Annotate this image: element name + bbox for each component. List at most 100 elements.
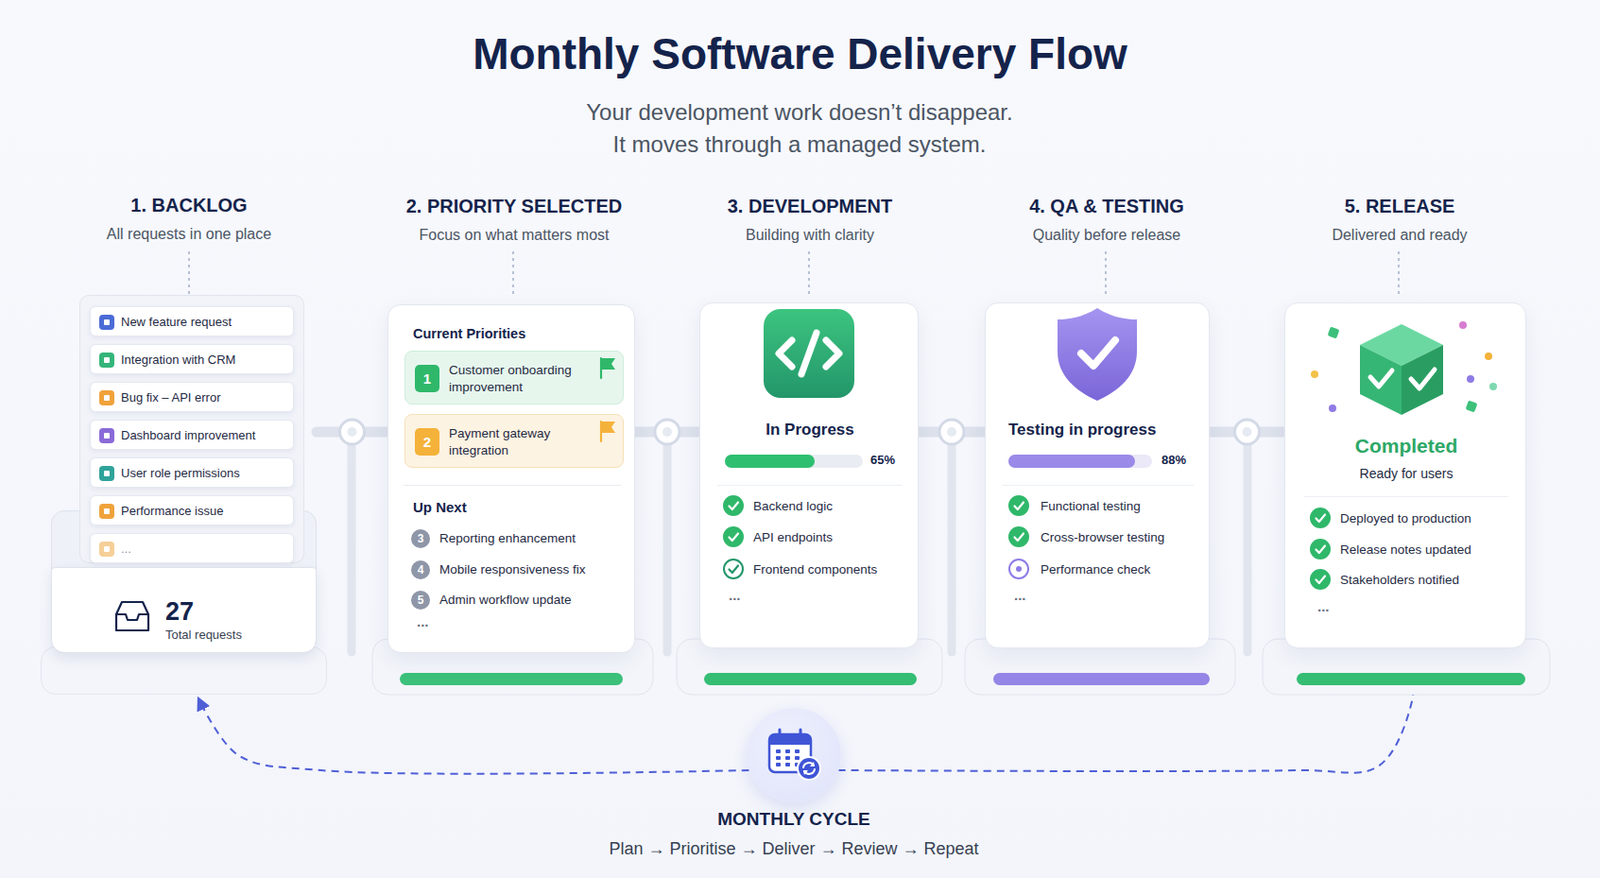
divider [403, 484, 621, 486]
pipe-connector [635, 427, 700, 438]
checklist-item: Performance check [1040, 562, 1151, 578]
confetti [1310, 370, 1319, 379]
stage-subheading: Building with clarity [649, 225, 971, 244]
confetti [1465, 400, 1479, 413]
cycle-heading: MONTHLY CYCLE [557, 808, 1031, 831]
pipe-joint-core [662, 427, 672, 437]
section-heading: Current Priorities [412, 326, 603, 343]
request-icon-glyph [103, 319, 110, 326]
shield-icon [1057, 308, 1137, 401]
check-icon [1310, 539, 1330, 559]
qa-card: 4. QA & TESTINGQuality before releaseTes… [984, 302, 1210, 649]
priority-item: 2Payment gateway integration [404, 413, 624, 468]
cycle-return-arrow [198, 698, 750, 775]
rank-badge: 5 [411, 590, 431, 610]
checklist-item: Stakeholders notified [1340, 572, 1460, 588]
downpipe [663, 434, 672, 653]
priority-item: 1 Customer onboarding improvement [404, 350, 624, 405]
release-card: 5. RELEASEDelivered and readyCompletedRe… [1284, 302, 1527, 649]
pipe-joint [1235, 419, 1260, 445]
downpipe [947, 434, 957, 653]
request-icon-glyph [103, 508, 110, 515]
development-card: 3. DEVELOPMENTBuilding with clarityIn Pr… [699, 302, 919, 649]
stage-heading: 2. PRIORITY SELECTED [353, 194, 675, 218]
divider [1304, 496, 1509, 498]
stage-subheading: Quality before release [946, 225, 1268, 244]
backlog-tray: 1. BACKLOGAll requests in one place27Tot… [51, 300, 317, 695]
check-icon [1009, 496, 1029, 516]
request-label: Dashboard improvement [120, 428, 256, 444]
more-marker: ... [728, 586, 741, 604]
flag-icon [601, 358, 616, 379]
status-heading: In Progress [700, 420, 920, 440]
confetti [1459, 321, 1467, 329]
pipe-connector [918, 427, 985, 438]
more-marker: ... [1317, 598, 1330, 616]
platform-bar [399, 672, 623, 686]
divider [717, 484, 903, 486]
checklist-item: Reporting enhancement [439, 531, 576, 547]
request-card: Integration with CRM [89, 344, 294, 375]
check-icon [723, 496, 743, 516]
status-heading: Completed [1285, 433, 1528, 458]
pipe-joint-core [946, 427, 957, 437]
more-marker: ... [1014, 586, 1027, 604]
cycle-circle: MONTHLY CYCLEPlan → Prioritise → Deliver… [746, 707, 842, 803]
request-card: User role permissions [89, 457, 294, 488]
request-label: User role permissions [120, 465, 241, 482]
request-label: Bug fix – API error [120, 390, 222, 406]
stage-heading: 3. DEVELOPMENT [649, 194, 971, 218]
pipe-joint [654, 419, 680, 445]
diagram-caption: Your development work doesn’t disappear.… [516, 96, 1084, 161]
checklist-item: Functional testing [1040, 498, 1141, 515]
platform-bar [704, 672, 917, 686]
stage-subheading: All requests in one place [28, 224, 350, 243]
rank-badge: 1 [414, 364, 440, 393]
request-card: Dashboard improvement [89, 419, 294, 450]
stage-heading: 1. BACKLOG [28, 193, 350, 217]
confetti [1489, 382, 1497, 391]
check-icon [1310, 569, 1330, 589]
percent-value: 65% [870, 452, 895, 468]
confetti [1327, 326, 1341, 340]
checklist-item: Mobile responsiveness fix [439, 562, 586, 578]
cycle-steps: Plan → Prioritise → Deliver → Review → R… [557, 839, 1031, 861]
calendar-icon [769, 729, 821, 780]
platform-bar [993, 672, 1210, 686]
guide-line [188, 251, 190, 295]
downpipe [1243, 434, 1253, 653]
count-label: Total requests [165, 627, 242, 643]
request-card: Bug fix – API error [89, 381, 294, 413]
checklist-item: Release notes updated [1340, 542, 1472, 558]
pipe-joint [939, 419, 964, 445]
stage-heading: 5. RELEASE [1238, 194, 1561, 218]
request-card: ... [89, 533, 294, 564]
status-subheading: Ready for users [1285, 465, 1528, 482]
request-card: New feature request [89, 306, 294, 337]
stage-subheading: Focus on what matters most [353, 225, 675, 244]
priority-card: 2. PRIORITY SELECTEDFocus on what matter… [387, 304, 636, 654]
check-icon [1310, 508, 1330, 528]
guide-line [1104, 251, 1107, 295]
request-icon-glyph [103, 432, 110, 439]
check-icon [723, 527, 743, 547]
checklist-item: Frontend components [753, 562, 878, 578]
confetti [1466, 375, 1475, 383]
divider [1002, 484, 1194, 486]
request-icon-glyph [103, 546, 110, 552]
confetti [1484, 352, 1493, 361]
stage-heading: 4. QA & TESTING [946, 194, 1268, 218]
checklist-item: API endpoints [753, 530, 833, 546]
pipe-connector [316, 427, 388, 438]
pipe-joint [340, 419, 365, 445]
rank-badge: 2 [414, 428, 440, 456]
check-icon [1009, 527, 1029, 547]
platform-bar [1296, 672, 1526, 686]
progress-fill [724, 454, 815, 468]
checklist-item: Deployed to production [1340, 511, 1472, 527]
section-heading: Up Next [412, 498, 603, 517]
priority-label: Customer onboarding improvement [448, 361, 591, 396]
request-label: Integration with CRM [120, 352, 236, 368]
pipe-connector [1209, 427, 1285, 438]
cube-icon [1359, 324, 1444, 415]
